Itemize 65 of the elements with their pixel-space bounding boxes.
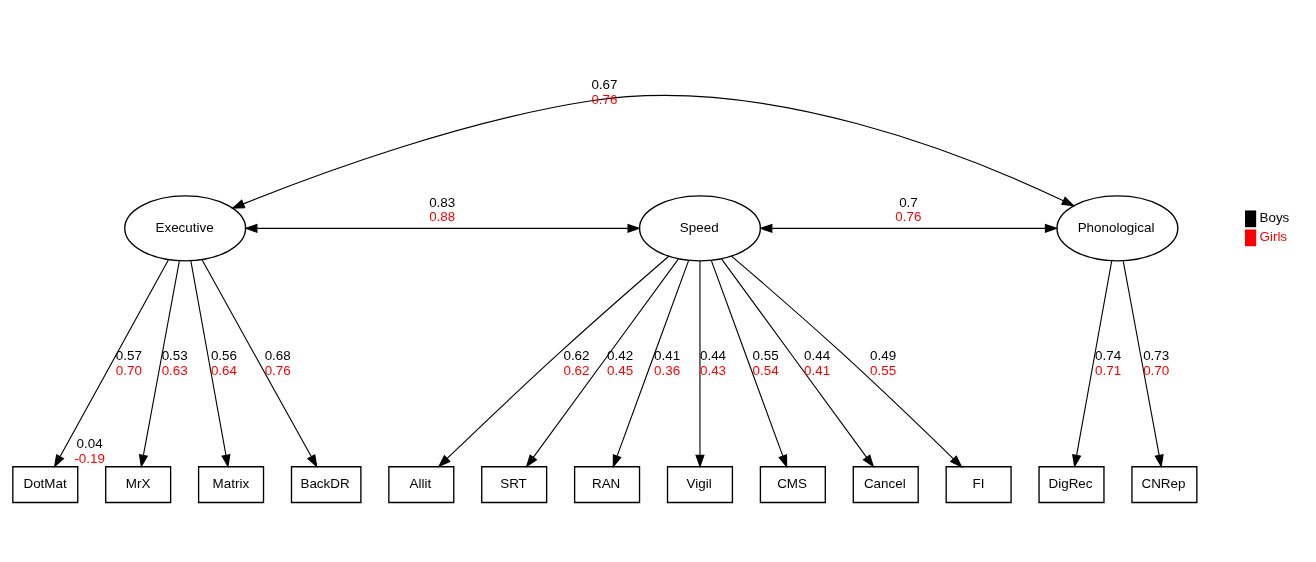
node-box: Cancel	[852, 465, 919, 503]
edge-label: 0.67	[591, 76, 618, 92]
node-box: DigRec	[1038, 465, 1105, 503]
node-label: 0.04	[76, 435, 103, 451]
edge-label: 0.43	[699, 362, 727, 377]
edge-label: 0.55	[870, 362, 897, 377]
edge-label: 0.63	[161, 362, 188, 377]
node-box: CNRep	[1131, 465, 1198, 503]
arrow	[612, 259, 690, 468]
edge-label: 0.42	[607, 347, 634, 363]
edge-label: 0.68	[264, 347, 291, 363]
edge-label: 0.45	[607, 362, 634, 377]
edge-label: 0.76	[895, 208, 922, 224]
edge-label: 0.49	[870, 347, 897, 363]
arrow	[721, 258, 875, 468]
edge-label: 0.41	[654, 347, 681, 363]
arrow	[710, 259, 788, 468]
arrow	[730, 255, 963, 468]
arrow	[138, 260, 180, 468]
arrow	[1072, 260, 1113, 468]
arrow	[53, 258, 170, 468]
edge-label: 0.53	[161, 347, 188, 363]
arrow	[244, 223, 641, 233]
edge-label: 0.70	[1143, 362, 1170, 377]
edge-label: 0.88	[429, 208, 456, 224]
edge-label: 0.73	[1143, 347, 1170, 363]
node-box: Vigil	[666, 465, 734, 503]
node-label: -0.19	[74, 450, 105, 466]
edge-label: 0.56	[210, 347, 238, 363]
edge-label: 0.74	[1095, 347, 1122, 363]
edge-label: 0.7	[899, 194, 918, 210]
node-box: MrX	[105, 465, 172, 503]
arrow	[758, 223, 1059, 233]
node-box: Allit	[388, 465, 455, 503]
node-box: Matrix	[197, 465, 265, 503]
edge-label: 0.64	[210, 362, 238, 377]
arrow	[1122, 260, 1164, 468]
edge-label: 0.44	[699, 347, 727, 363]
node-box: DotMat	[12, 465, 79, 503]
edge-label: 0.76	[264, 362, 291, 377]
edge-label: 0.71	[1095, 362, 1122, 377]
node-box: BackDR	[290, 465, 362, 503]
edge-label: 0.62	[563, 362, 590, 377]
arrow	[201, 258, 318, 468]
arrow	[437, 255, 670, 467]
edge-label: 0.36	[654, 362, 681, 377]
edge-label: 0.54	[752, 362, 779, 377]
edge-label: 0.70	[115, 362, 142, 377]
node-box: RAN	[573, 465, 641, 503]
node-box: CMS	[759, 465, 826, 503]
legend-label: Boys	[1259, 209, 1290, 225]
legend-label: Girls	[1259, 228, 1288, 244]
edge-label: 0.57	[115, 347, 142, 363]
node-box: FI	[945, 465, 1012, 503]
node-box: SRT	[481, 465, 548, 503]
edge-label: 0.55	[752, 347, 779, 363]
edge-label: 0.44	[804, 347, 831, 363]
arrow	[231, 94, 1076, 209]
edge-label: 0.41	[804, 362, 831, 377]
node-ellipse: Speed	[638, 194, 762, 261]
arrow	[695, 260, 705, 468]
edge-label: 0.62	[563, 347, 590, 363]
arrow	[525, 258, 679, 468]
edge-label: 0.83	[429, 194, 456, 210]
arrow	[190, 260, 231, 468]
